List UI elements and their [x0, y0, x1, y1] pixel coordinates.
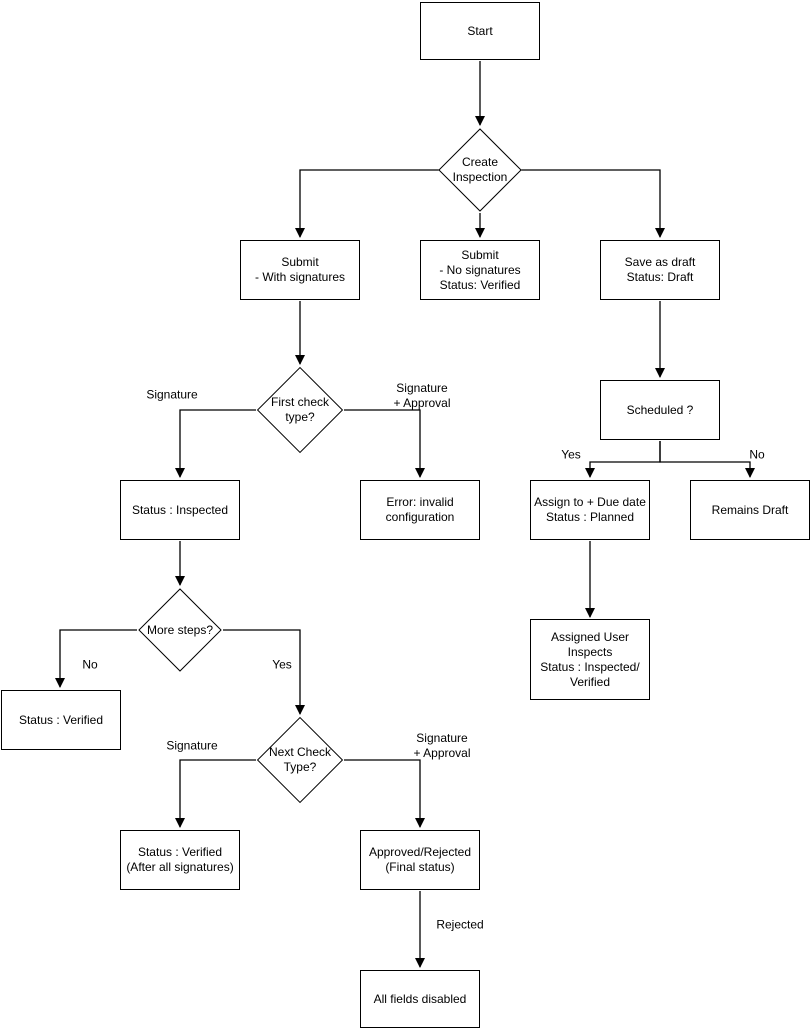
edge-label-first-check-signature-approval: Signature + Approval: [393, 381, 451, 410]
node-submit-no-signatures: Submit - No signatures Status: Verified: [420, 240, 540, 300]
node-assign-to-due-date: Assign to + Due date Status : Planned: [530, 480, 650, 540]
node-assigned-user-inspects-label: Assigned User Inspects Status : Inspecte…: [540, 629, 640, 689]
node-save-as-draft: Save as draft Status: Draft: [600, 240, 720, 300]
edge-label-scheduled-yes: Yes: [561, 447, 581, 462]
node-scheduled: Scheduled ?: [600, 380, 720, 440]
node-assigned-user-inspects: Assigned User Inspects Status : Inspecte…: [530, 619, 650, 700]
edge-label-next-check-signature: Signature: [166, 738, 218, 753]
node-submit-no-signatures-label: Submit - No signatures Status: Verified: [439, 247, 521, 292]
edge-label-rejected: Rejected: [436, 917, 484, 932]
node-approved-rejected-label: Approved/Rejected (Final status): [368, 845, 472, 874]
connector-more-steps-to-next-check: [223, 629, 305, 715]
node-next-check-type-label: Next Check Type?: [268, 745, 332, 774]
node-status-verified-after-signatures-label: Status : Verified (After all signatures): [126, 845, 234, 874]
connector-scheduled-to-remains-draft: [659, 441, 755, 478]
node-start-label: Start: [467, 23, 493, 38]
node-assign-to-due-date-label: Assign to + Due date Status : Planned: [534, 495, 646, 524]
edge-label-more-steps-yes: Yes: [272, 657, 292, 672]
edge-label-scheduled-no: No: [749, 447, 765, 462]
node-all-fields-disabled: All fields disabled: [360, 970, 480, 1028]
node-next-check-type: Next Check Type?: [256, 716, 344, 804]
node-remains-draft: Remains Draft: [690, 480, 810, 540]
connector-first-check-to-status-inspected: [175, 409, 256, 478]
node-status-inspected-label: Status : Inspected: [131, 502, 229, 517]
node-error-invalid-configuration: Error: invalid configuration: [360, 480, 480, 540]
node-approved-rejected: Approved/Rejected (Final status): [360, 830, 480, 890]
connector-scheduled-to-assign-due: [585, 441, 661, 478]
node-save-as-draft-label: Save as draft Status: Draft: [624, 255, 696, 284]
node-create-inspection: Create Inspection: [438, 128, 522, 212]
connector-next-check-to-status-verified-after: [175, 759, 256, 828]
edge-label-more-steps-no: No: [82, 657, 98, 672]
node-error-invalid-configuration-label: Error: invalid configuration: [385, 495, 455, 524]
node-submit-with-signatures-label: Submit - With signatures: [254, 255, 346, 284]
node-submit-with-signatures: Submit - With signatures: [240, 240, 360, 300]
connector-create-inspection-to-submit-with: [295, 169, 439, 238]
edge-label-first-check-signature: Signature: [146, 387, 198, 402]
connector-more-steps-to-status-verified: [55, 629, 137, 688]
node-remains-draft-label: Remains Draft: [711, 502, 789, 517]
connector-create-inspection-to-save-draft: [521, 169, 665, 238]
node-all-fields-disabled-label: All fields disabled: [373, 991, 467, 1006]
node-status-verified: Status : Verified: [1, 690, 121, 750]
node-start: Start: [420, 2, 540, 60]
node-scheduled-label: Scheduled ?: [626, 402, 694, 417]
node-status-verified-label: Status : Verified: [18, 712, 104, 727]
connector-first-check-to-error: [344, 409, 425, 478]
node-status-inspected: Status : Inspected: [120, 480, 240, 540]
node-first-check-type-label: First check type?: [270, 395, 329, 424]
edge-label-next-check-signature-approval: Signature + Approval: [413, 731, 471, 760]
connector-next-check-to-approved-rejected: [344, 759, 425, 828]
node-create-inspection-label: Create Inspection: [452, 155, 508, 184]
node-status-verified-after-signatures: Status : Verified (After all signatures): [120, 830, 240, 890]
node-first-check-type: First check type?: [256, 366, 344, 454]
node-more-steps-label: More steps?: [146, 622, 214, 637]
node-more-steps: More steps?: [138, 588, 222, 672]
